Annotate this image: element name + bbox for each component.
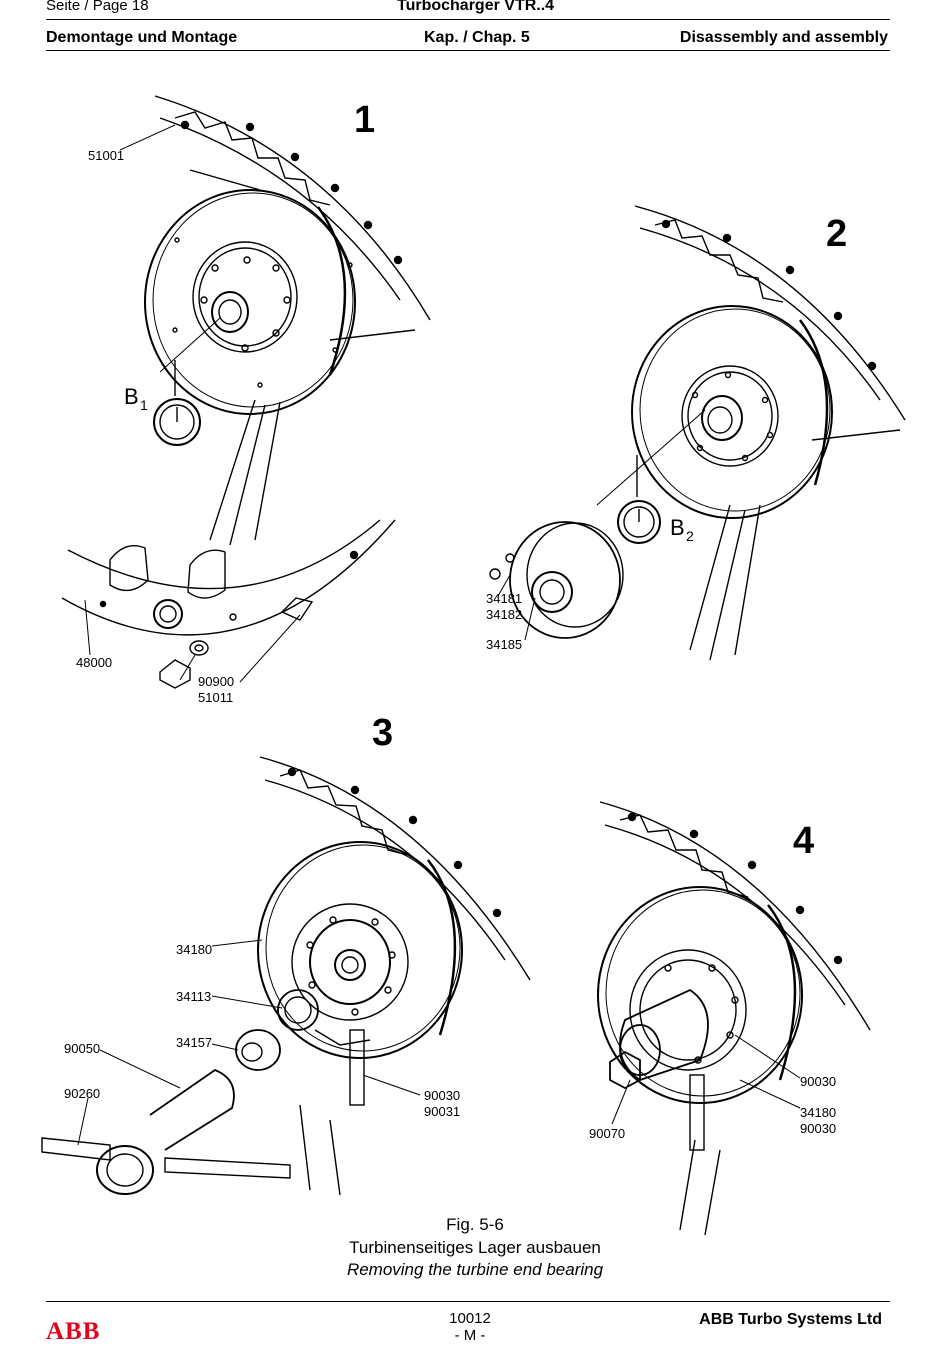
header-rule-top <box>46 19 890 20</box>
panel-4-number: 4 <box>793 820 814 862</box>
panel-1-label-c: 90900 <box>198 674 234 689</box>
section-title-en: Disassembly and assembly <box>679 29 888 46</box>
header-rule-bottom <box>46 50 890 51</box>
panel-2-label-b: 34182 <box>486 607 522 622</box>
figure-title-en: Removing the turbine end bearing <box>346 1260 604 1279</box>
figure-title-de: Turbinenseitiges Lager ausbauen <box>349 1238 601 1257</box>
panel-2-label-c: 34185 <box>486 637 522 652</box>
abb-logo: ABB <box>46 1318 101 1345</box>
panel-1-label-gauge: B <box>124 384 139 409</box>
panel-1-label-gauge-sub: 1 <box>140 397 148 413</box>
figure-number: Fig. 5-6 <box>446 1215 504 1234</box>
document-number: 10012 <box>449 1310 491 1327</box>
panel-3: 3 34180 34113 34157 90050 90260 90030 90… <box>41 712 531 1196</box>
panel-4-label-c: 34180 <box>800 1105 836 1120</box>
panel-2: 2 B 2 34181 34182 34185 <box>486 205 906 661</box>
product-title: Turbocharger VTR..4 <box>397 0 555 14</box>
panel-3-label-d: 90050 <box>64 1041 100 1056</box>
panel-3-label-c: 34157 <box>176 1035 212 1050</box>
panel-4-label-a: 90070 <box>589 1126 625 1141</box>
page-number: Seite / Page 18 <box>46 0 149 14</box>
section-title-de: Demontage und Montage <box>46 29 238 46</box>
panel-3-label-f: 90030 <box>424 1088 460 1103</box>
panel-1-number: 1 <box>354 99 375 141</box>
panel-1: 1 51001 B 1 48000 90900 51011 <box>61 95 431 705</box>
footer-rule <box>46 1301 890 1302</box>
panel-3-label-b: 34113 <box>176 989 211 1004</box>
panel-1-label-d: 51011 <box>198 690 233 705</box>
panel-1-label-b: 48000 <box>76 655 112 670</box>
panel-1-label-a: 51001 <box>88 148 124 163</box>
panel-3-number: 3 <box>372 712 393 754</box>
panel-3-label-a: 34180 <box>176 942 212 957</box>
panel-4-label-b: 90030 <box>800 1074 836 1089</box>
panel-2-label-gauge-sub: 2 <box>686 528 694 544</box>
panel-2-label-gauge: B <box>670 515 685 540</box>
panel-2-label-a: 34181 <box>486 591 522 606</box>
revision-label: - M - <box>454 1327 486 1344</box>
panel-4: 4 90070 90030 34180 90030 <box>589 801 871 1236</box>
panel-3-label-e: 90260 <box>64 1086 100 1101</box>
panel-3-label-g: 90031 <box>424 1104 460 1119</box>
panel-4-label-d: 90030 <box>800 1121 836 1136</box>
chapter-label: Kap. / Chap. 5 <box>424 29 530 46</box>
company-name: ABB Turbo Systems Ltd <box>699 1311 882 1328</box>
panel-2-number: 2 <box>826 213 847 255</box>
